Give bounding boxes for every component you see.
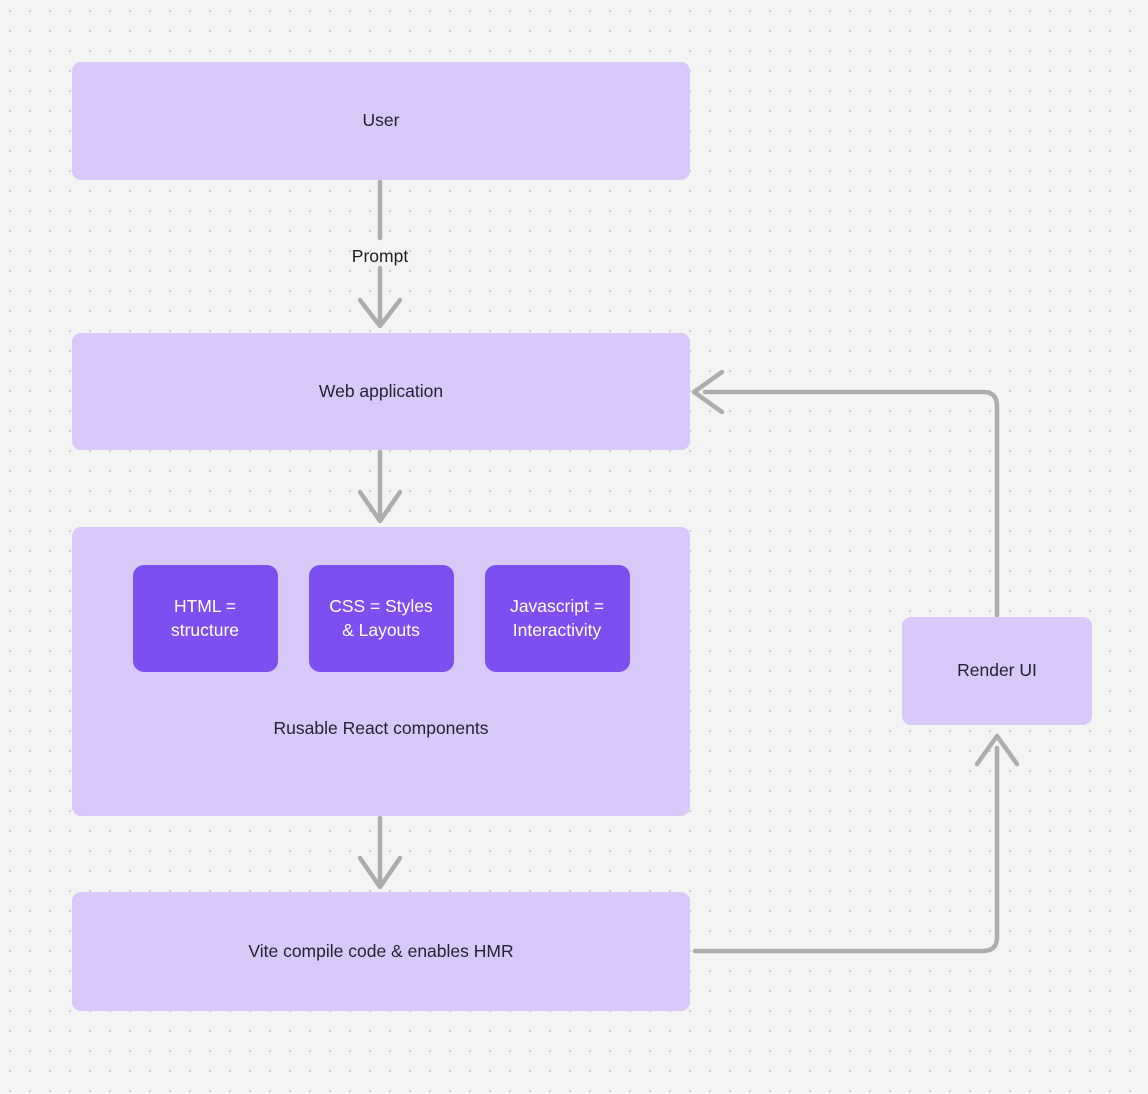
arrowhead-down-icon — [357, 855, 403, 890]
edge-vite-to-render — [692, 733, 1020, 954]
chip-javascript[interactable]: Javascript = Interactivity — [484, 565, 630, 672]
node-user[interactable]: User — [72, 62, 690, 180]
chip-css-line2: & Layouts — [342, 619, 420, 640]
chip-html[interactable]: HTML = structure — [132, 565, 278, 672]
edge-render-to-webapp — [691, 369, 1000, 618]
node-vite-label: Vite compile code & enables HMR — [248, 940, 514, 961]
edge-label-prompt: Prompt — [351, 246, 409, 266]
arrowhead-down-icon — [357, 489, 403, 524]
node-web-application-label: Web application — [318, 380, 444, 401]
node-render-ui[interactable]: Render UI — [902, 617, 1092, 725]
node-vite[interactable]: Vite compile code & enables HMR — [72, 892, 690, 1011]
chip-javascript-line1: Javascript = — [510, 595, 604, 616]
arrowhead-left-icon — [691, 369, 725, 415]
chip-javascript-line2: Interactivity — [512, 619, 602, 640]
edge-webapp-to-components — [357, 449, 403, 524]
chip-css[interactable]: CSS = Styles & Layouts — [308, 565, 454, 672]
chip-row: HTML = structure CSS = Styles & Layouts … — [72, 565, 690, 672]
arrowhead-up-icon — [974, 733, 1020, 767]
chip-css-line1: CSS = Styles — [329, 595, 433, 616]
node-render-ui-label: Render UI — [957, 660, 1037, 681]
arrowhead-down-icon — [357, 297, 403, 329]
node-user-label: User — [362, 110, 400, 131]
chip-html-line1: HTML = — [173, 595, 237, 616]
edge-components-to-vite — [357, 815, 403, 890]
chip-html-line2: structure — [170, 619, 240, 640]
node-web-application[interactable]: Web application — [72, 333, 690, 450]
node-react-components-container[interactable]: HTML = structure CSS = Styles & Layouts … — [72, 527, 690, 816]
node-react-components-label: Rusable React components — [273, 718, 489, 738]
